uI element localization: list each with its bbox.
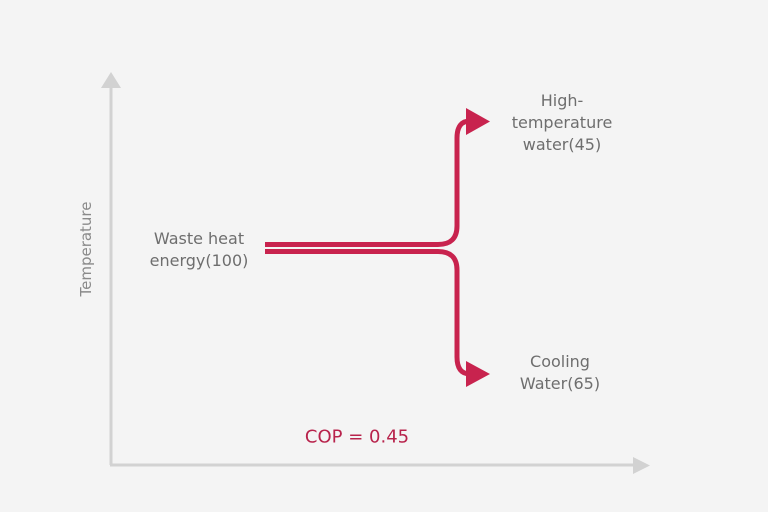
- high-temp-line1: High-: [540, 91, 584, 110]
- cop-value: COP = 0.45: [304, 426, 410, 448]
- x-axis-arrow-icon: [633, 457, 650, 474]
- cooling-line2: Water(65): [519, 374, 601, 393]
- upper-arrowhead-icon: [466, 108, 490, 135]
- high-temp-line2: temperature: [511, 113, 613, 132]
- high-temp-line3: water(45): [522, 135, 602, 154]
- lower-flow-path: [265, 249, 471, 377]
- upper-flow-path: [265, 118, 471, 247]
- x-axis: [110, 457, 650, 474]
- cooling-output-label: Cooling Water(65): [520, 351, 600, 395]
- lower-arrowhead-icon: [466, 361, 490, 387]
- flow-arrows: [265, 118, 471, 377]
- y-axis-arrow-icon: [101, 72, 121, 88]
- temperature-axis-label: Temperature: [77, 201, 95, 297]
- input-label-line2: energy(100): [149, 251, 249, 270]
- cooling-line1: Cooling: [530, 352, 590, 371]
- input-label-line1: Waste heat: [153, 229, 245, 248]
- high-temp-output-label: High- temperature water(45): [512, 90, 613, 156]
- input-label: Waste heat energy(100): [150, 228, 249, 272]
- y-axis: [101, 72, 121, 465]
